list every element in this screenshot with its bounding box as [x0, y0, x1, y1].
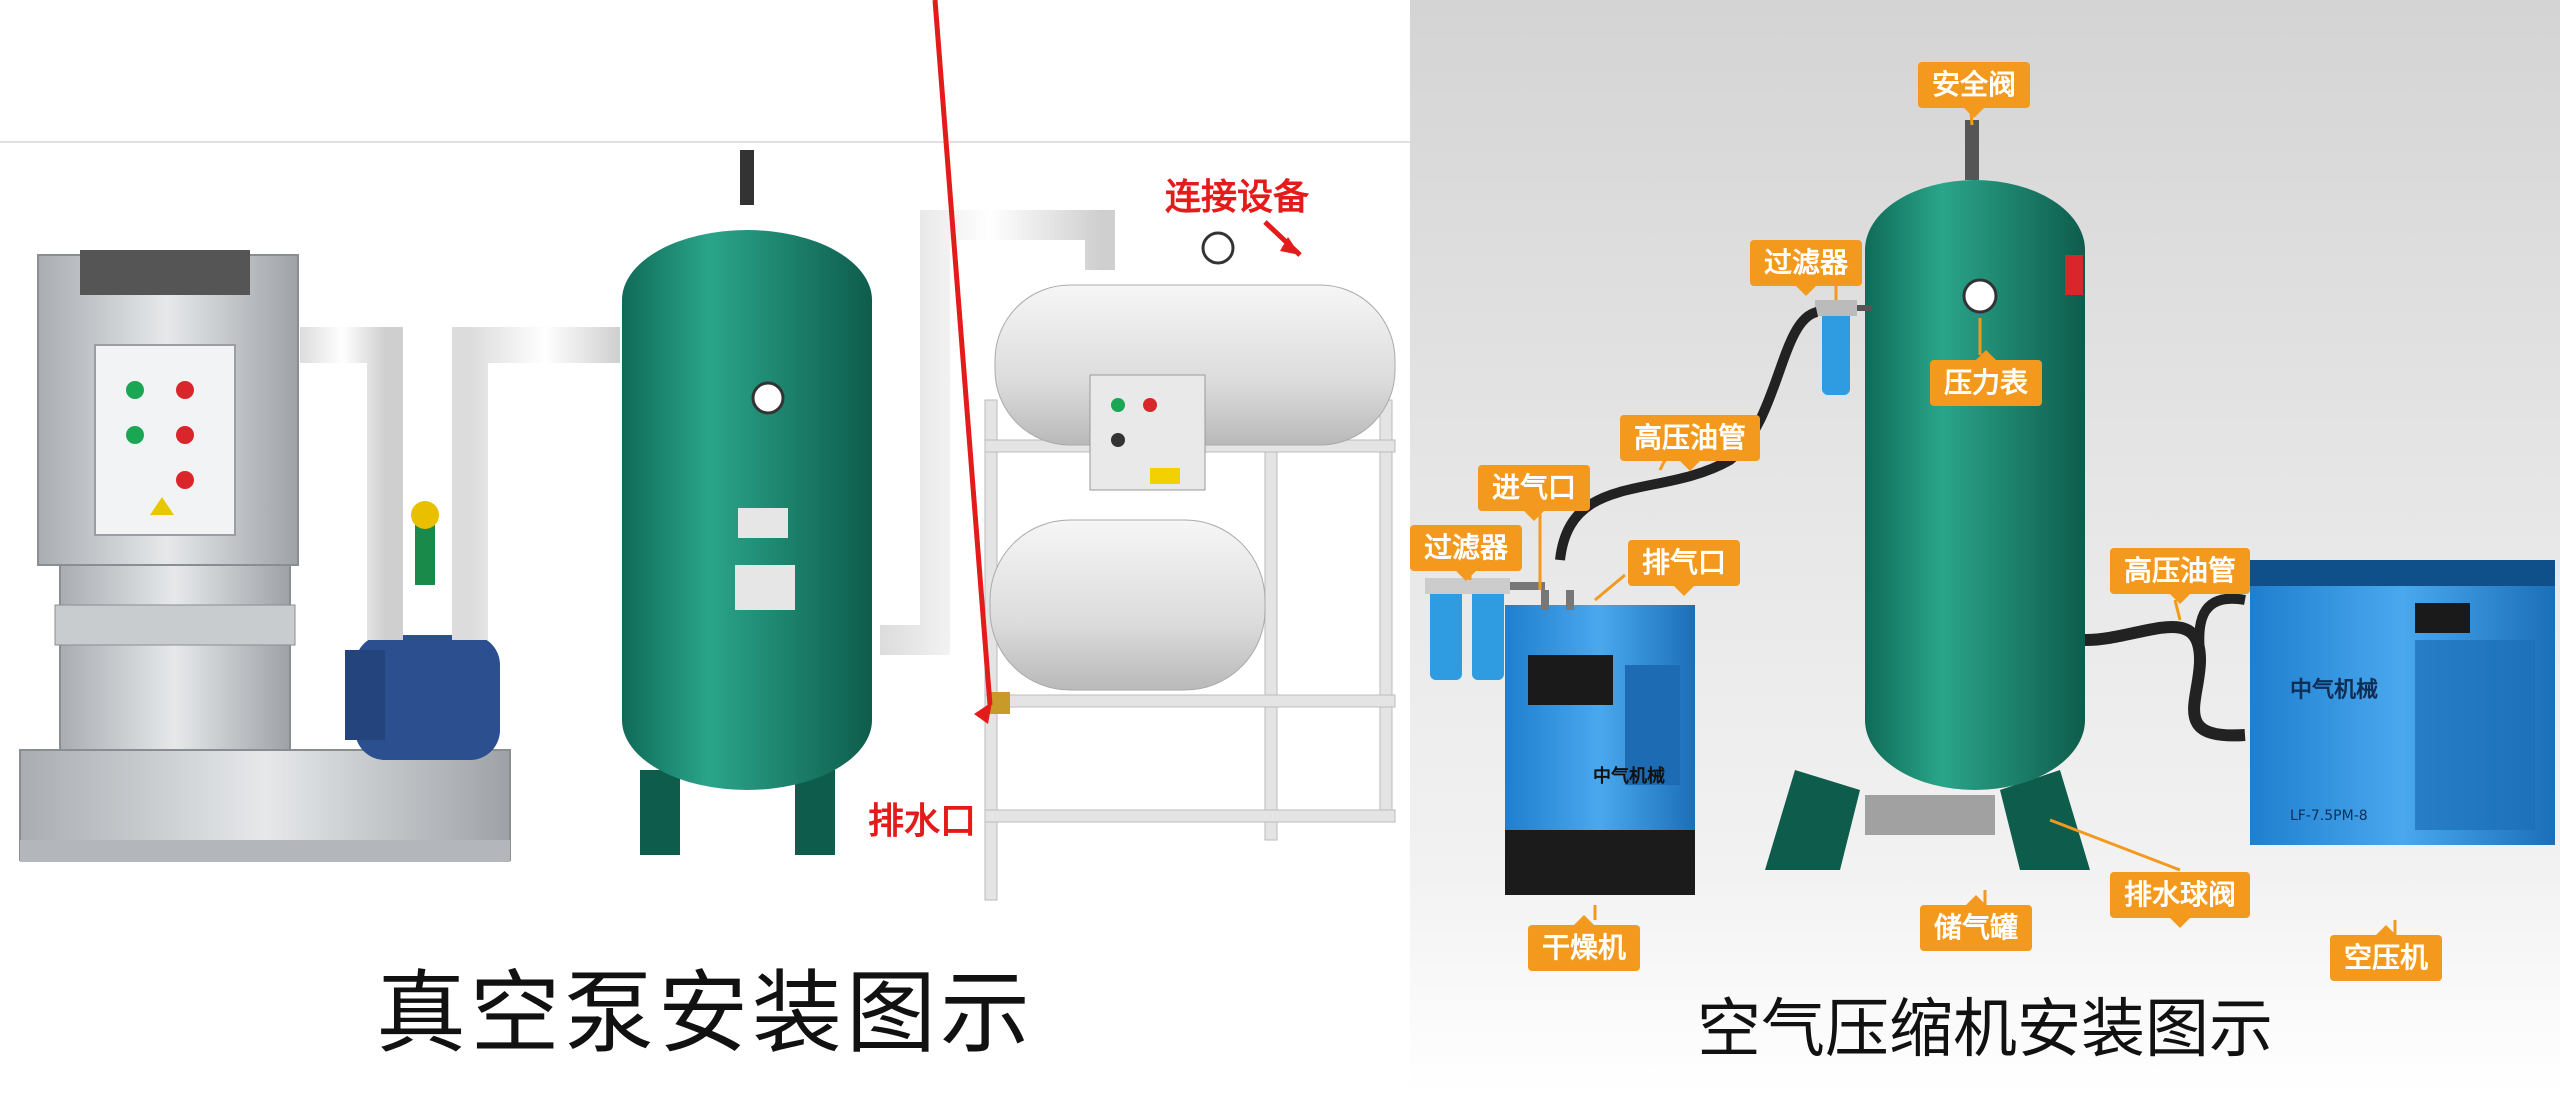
air-storage-tank — [1765, 120, 2090, 870]
tag-exhaust-port: 排气口 — [1628, 540, 1741, 596]
air-compressor-title: 空气压缩机安装图示 — [1697, 993, 2273, 1067]
tag-left-filter: 过滤器 — [1410, 525, 1523, 581]
green-storage-tank — [622, 150, 872, 855]
vacuum-pump-panel: 连接设备 排水口 真空泵安装图示 — [0, 0, 1410, 1066]
tag-top-filter: 过滤器 — [1750, 240, 1863, 296]
drain-port-label: 排水口 — [868, 800, 977, 842]
left-filters — [1425, 578, 1545, 680]
screw-air-compressor — [2250, 560, 2555, 845]
refrigerated-dryer — [1505, 590, 1695, 895]
tag-drain-ball-valve: 排水球阀 — [2110, 872, 2251, 928]
leader-lines — [1468, 99, 2397, 935]
tag-hp-oil-pipe-upper: 高压油管 — [1620, 415, 1761, 471]
air-compressor-illustration — [1425, 99, 2555, 935]
water-separator-rack — [984, 231, 1396, 901]
compressor-model-text: LF-7.5PM-8 — [2290, 808, 2368, 824]
air-compressor-panel: 安全阀 过滤器 压力表 高压油管 进气口 过滤器 排气口 高压油管 干燥机 储气… — [1410, 0, 2560, 1094]
connect-device-label: 连接设备 — [1165, 176, 1310, 218]
tag-hp-oil-pipe-right: 高压油管 — [2110, 548, 2251, 604]
vacuum-pump-illustration — [0, 0, 1410, 901]
tag-dryer: 干燥机 — [1528, 915, 1641, 971]
tag-safety-valve: 安全阀 — [1918, 62, 2031, 118]
tag-air-inlet: 进气口 — [1478, 465, 1591, 521]
dryer-brand-text: 中气机械 — [1593, 766, 1665, 787]
vacuum-pump — [345, 501, 500, 760]
tag-air-compressor: 空压机 — [2330, 925, 2443, 981]
vacuum-pump-title: 真空泵安装图示 — [376, 961, 1034, 1066]
stainless-cabinet — [19, 250, 511, 862]
compressor-brand-text: 中气机械 — [2290, 678, 2379, 703]
red-arrows — [932, 0, 1302, 724]
top-filter — [1815, 300, 1872, 395]
white-pipes — [300, 210, 1115, 655]
tag-pressure-gauge: 压力表 — [1930, 350, 2043, 406]
tag-storage-tank: 储气罐 — [1920, 895, 2033, 951]
